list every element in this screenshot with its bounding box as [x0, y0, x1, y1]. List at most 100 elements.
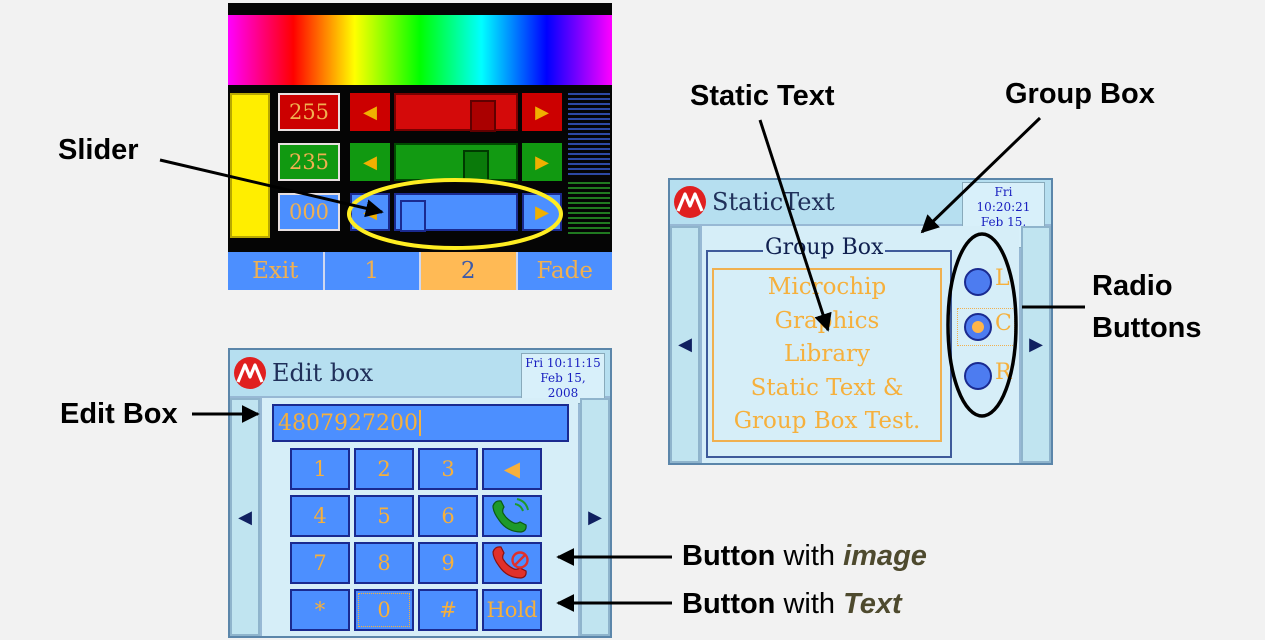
window-title: StaticText — [712, 188, 835, 216]
key-8[interactable]: 8 — [354, 542, 414, 584]
slider-label: Slider — [58, 134, 139, 166]
button-with-text-label: Button with Text — [682, 588, 902, 621]
button-with-image-label: Button with image — [682, 540, 927, 573]
tab-1[interactable]: 1 — [324, 252, 419, 290]
scroll-right-button[interactable]: ▶ — [580, 398, 610, 636]
green-decrease-button[interactable]: ◀ — [350, 143, 390, 181]
radio-left[interactable] — [964, 268, 992, 296]
green-value: 235 — [288, 150, 330, 174]
green-value-box: 235 — [278, 143, 340, 181]
phone-number-edit-box[interactable]: 4807927200 — [272, 404, 569, 442]
key-4[interactable]: 4 — [290, 495, 350, 537]
call-button[interactable] — [482, 495, 542, 537]
time-text: Fri 10:20:21 — [976, 185, 1031, 214]
color-preview-swatch — [230, 93, 270, 238]
bottom-tab-bar: Exit 1 2 Fade — [228, 252, 612, 290]
radio-buttons-label-line1: Radio — [1092, 270, 1173, 302]
static-text-arrow — [758, 119, 832, 332]
window-title: Edit box — [272, 359, 374, 387]
red-value-box: 255 — [278, 93, 340, 131]
static-text-line: Group Box Test. — [733, 408, 921, 435]
backspace-button[interactable]: ◀ — [482, 448, 542, 490]
key-9[interactable]: 9 — [418, 542, 478, 584]
scroll-left-button[interactable]: ◀ — [670, 226, 700, 463]
static-text-screen: StaticText Fri 10:20:21 Feb 15, 2008 ◀ ▶… — [668, 178, 1053, 465]
hangup-icon — [492, 546, 529, 579]
client-area — [702, 226, 1019, 463]
radio-right[interactable] — [964, 362, 992, 390]
green-increase-button[interactable]: ▶ — [522, 143, 562, 181]
blue-slider[interactable] — [394, 193, 518, 232]
button-word: Button — [682, 540, 776, 572]
static-text-box: Microchip Graphics Library Static Text &… — [712, 268, 942, 442]
key-3[interactable]: 3 — [418, 448, 478, 490]
right-arrow-icon: ▶ — [588, 506, 602, 528]
time-text: Fri 10:11:15 — [525, 356, 601, 370]
color-spectrum[interactable] — [228, 15, 612, 85]
static-text-line: Microchip — [767, 274, 887, 301]
text-cursor — [418, 410, 421, 436]
radio-center-label: C — [995, 311, 1012, 336]
right-arrow-icon: ▶ — [535, 151, 549, 173]
date-time-display: Fri 10:11:15 Feb 15, 2008 — [521, 353, 605, 404]
group-box-label: Group Box — [763, 235, 886, 260]
radio-highlight-ellipse — [946, 232, 1018, 418]
right-arrow-icon: ▶ — [1029, 334, 1043, 355]
key-star[interactable]: * — [290, 589, 350, 631]
radio-left-label: L — [995, 266, 1010, 291]
tab-2[interactable]: 2 — [421, 252, 516, 290]
key-hash[interactable]: # — [418, 589, 478, 631]
green-slider[interactable] — [394, 143, 518, 182]
date-text: Feb 15, 2008 — [540, 371, 586, 400]
key-0[interactable]: 0 — [354, 589, 414, 631]
right-arrow-icon: ▶ — [535, 201, 549, 223]
edit-box-screen: Edit box Fri 10:11:15 Feb 15, 2008 ◀ ▶ 4… — [228, 348, 612, 638]
red-decrease-button[interactable]: ◀ — [350, 93, 390, 131]
button-word: Button — [682, 588, 776, 620]
red-slider-thumb[interactable] — [470, 100, 497, 132]
right-arrow-icon: ▶ — [535, 101, 549, 123]
color-slider-screen: 255 ◀ ▶ 235 ◀ ▶ 000 ◀ ▶ Exit 1 2 Fade — [228, 3, 612, 290]
left-arrow-icon: ◀ — [238, 506, 252, 528]
radio-center[interactable] — [964, 313, 992, 341]
hang-up-button[interactable] — [482, 542, 542, 584]
slider-highlight-ellipse — [347, 178, 563, 250]
left-arrow-icon: ◀ — [363, 101, 377, 123]
edit-box-label: Edit Box — [60, 398, 178, 430]
fade-button[interactable]: Fade — [517, 252, 612, 290]
blue-slider-thumb[interactable] — [400, 200, 426, 232]
left-arrow-icon: ◀ — [503, 457, 521, 481]
title-bar: Edit box Fri 10:11:15 Feb 15, 2008 — [230, 350, 610, 404]
group-box-arrow — [920, 116, 1042, 234]
scroll-right-button[interactable]: ▶ — [1021, 226, 1051, 463]
key-5[interactable]: 5 — [354, 495, 414, 537]
red-value: 255 — [288, 100, 330, 124]
slider-arrow — [159, 158, 384, 218]
red-slider[interactable] — [394, 93, 518, 132]
call-icon — [492, 498, 529, 533]
static-text-line: Static Text & — [750, 374, 904, 401]
radio-selected-dot — [972, 321, 984, 333]
static-text-label: Static Text — [690, 80, 835, 112]
red-increase-button[interactable]: ▶ — [522, 93, 562, 131]
radio-right-label: R — [995, 360, 1012, 385]
key-1[interactable]: 1 — [290, 448, 350, 490]
edit-box-value: 4807927200 — [278, 410, 418, 436]
key-2[interactable]: 2 — [354, 448, 414, 490]
microchip-logo-icon — [234, 357, 266, 389]
left-arrow-icon: ◀ — [363, 151, 377, 173]
key-7[interactable]: 7 — [290, 542, 350, 584]
level-indicator — [568, 93, 610, 234]
microchip-logo-icon — [674, 186, 706, 218]
green-slider-thumb[interactable] — [463, 150, 489, 182]
left-arrow-icon: ◀ — [678, 334, 692, 355]
hold-button[interactable]: Hold — [482, 589, 542, 631]
with-word: with — [775, 540, 844, 572]
image-word: image — [843, 540, 927, 572]
group-box-annotation-label: Group Box — [1005, 78, 1155, 110]
scroll-left-button[interactable]: ◀ — [230, 398, 260, 636]
with-word: with — [775, 588, 844, 620]
key-6[interactable]: 6 — [418, 495, 478, 537]
exit-button[interactable]: Exit — [228, 252, 323, 290]
blue-value: 000 — [288, 200, 330, 224]
